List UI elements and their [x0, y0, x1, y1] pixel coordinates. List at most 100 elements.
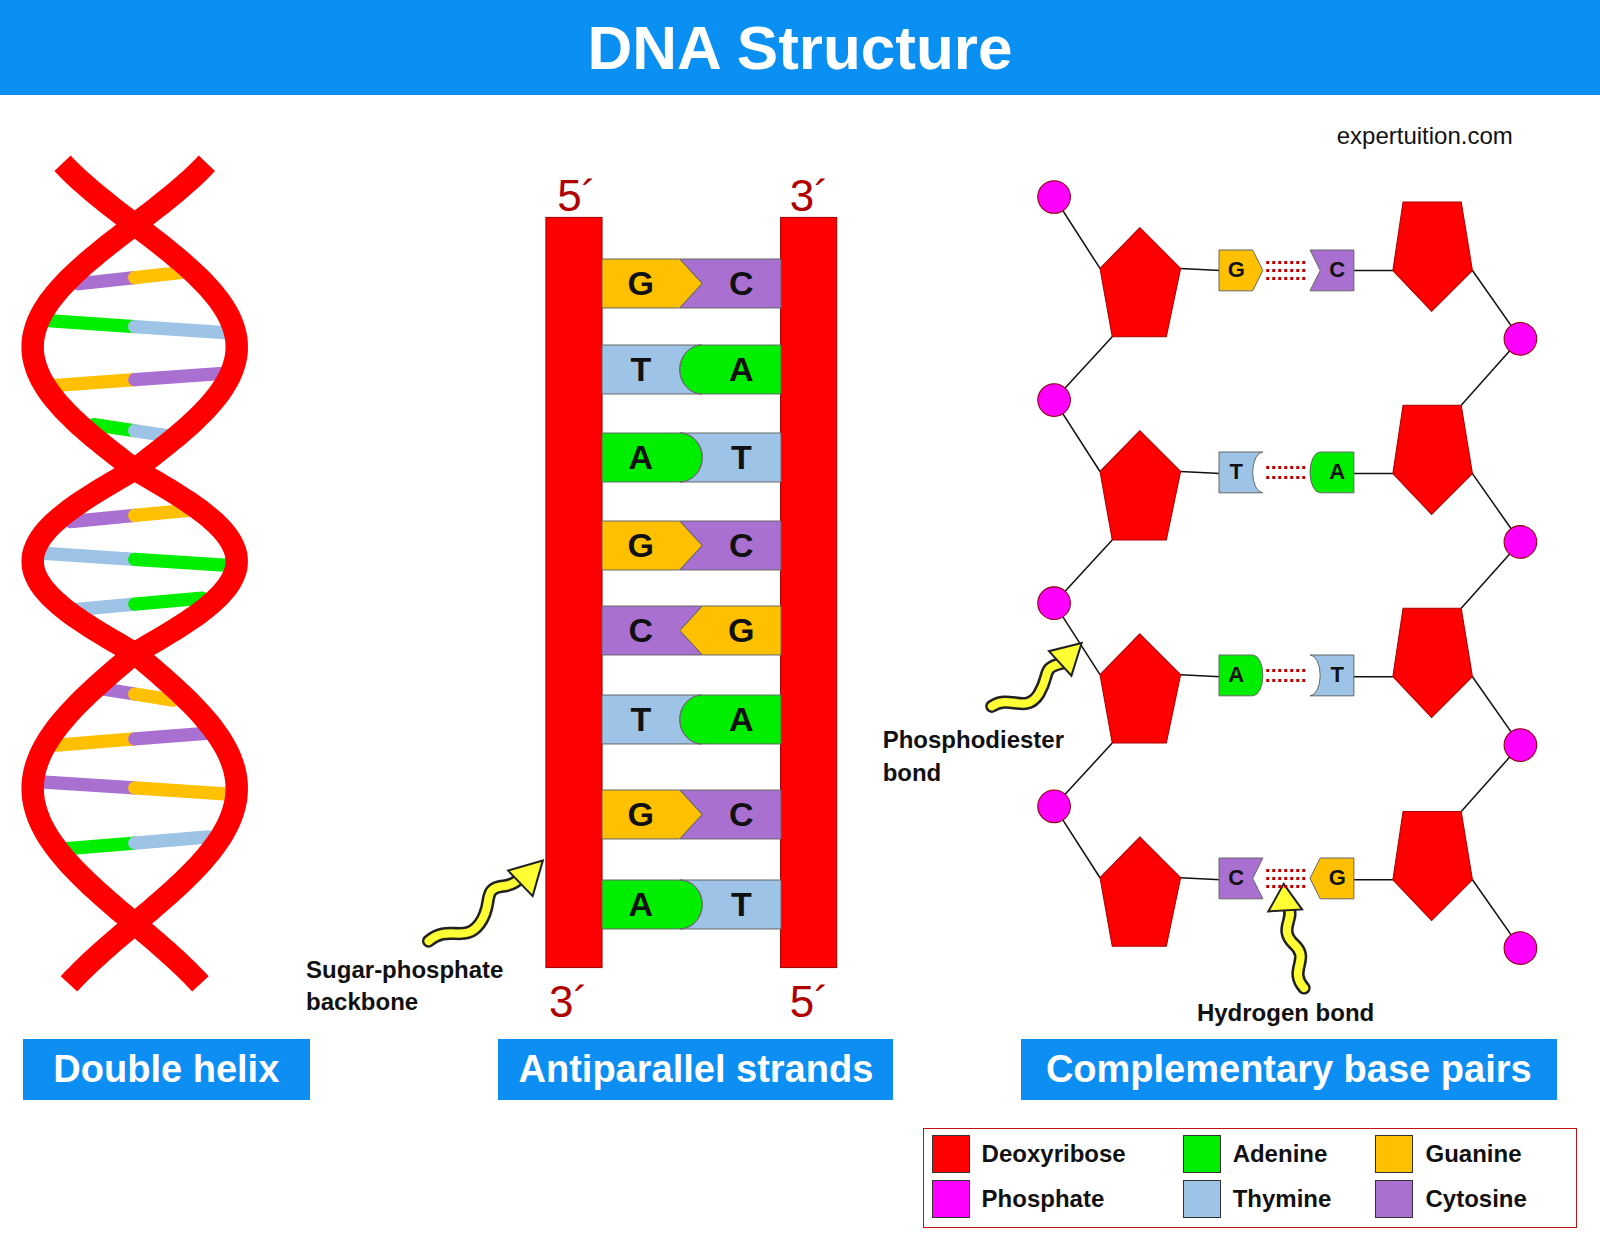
base-letter: T — [702, 880, 781, 929]
base-outline — [680, 433, 781, 482]
glycosidic-line — [1353, 270, 1393, 272]
base-pair-rung — [41, 782, 135, 788]
base-letter: C — [602, 606, 680, 655]
nucleotide-chain — [1038, 181, 1537, 965]
legend-text: Thymine — [1233, 1185, 1332, 1213]
base-letter: C — [702, 259, 781, 308]
callout-label: Phosphodiester bond — [883, 724, 1097, 789]
legend-item: Deoxyribose — [932, 1135, 1126, 1173]
deoxyribose-pentagon — [1100, 228, 1181, 337]
strand-end-label: 3´ — [549, 972, 588, 1031]
hydrogen-bond-line — [1266, 877, 1307, 880]
arrow-body — [429, 876, 523, 941]
base-shape: G — [680, 606, 781, 655]
base-letter: A — [602, 433, 680, 482]
band-text: Antiparallel strands — [519, 1048, 874, 1091]
base-fill — [680, 880, 781, 929]
base-pair-rung — [135, 374, 220, 380]
base-group — [1219, 452, 1263, 493]
hydrogen-bond-line — [1266, 679, 1307, 682]
deoxyribose-pentagon — [1393, 202, 1473, 311]
hydrogen-bond-line — [1266, 466, 1307, 469]
legend-text: Deoxyribose — [982, 1140, 1126, 1168]
hydrogen-bond-line — [1266, 869, 1307, 872]
base-letter: C — [702, 790, 781, 839]
base-group — [602, 433, 702, 482]
hydrogen-bond — [1266, 871, 1307, 887]
base-shape: C — [680, 259, 781, 308]
phosphate-circle — [1038, 587, 1071, 620]
glycosidic-line — [1353, 879, 1393, 881]
base-fill — [1310, 452, 1354, 493]
arrow-body — [992, 663, 1061, 706]
base-group — [680, 790, 781, 839]
base-fill — [1219, 655, 1263, 696]
base-pair-rung — [135, 733, 212, 739]
arrow-outline — [992, 663, 1061, 706]
base-letter: T — [1320, 655, 1354, 696]
base-group — [1310, 452, 1354, 493]
base-group — [1219, 250, 1263, 291]
hydrogen-bond — [1266, 262, 1307, 278]
base-fill — [680, 345, 781, 394]
legend-text: Phosphate — [982, 1185, 1105, 1213]
hydrogen-bond-line — [1266, 669, 1307, 672]
base-pair-rung — [50, 380, 135, 386]
base-fill — [602, 433, 702, 482]
base-fill — [680, 606, 781, 655]
legend-item: Guanine — [1375, 1135, 1521, 1173]
base-letter: A — [1320, 452, 1354, 493]
base-letter: A — [602, 880, 680, 929]
legend-swatch — [932, 1180, 970, 1218]
strand-end-label: 5´ — [790, 972, 829, 1031]
base-pair-rung — [135, 559, 229, 565]
base-shape: A — [680, 695, 781, 744]
strand-end-label: 3´ — [790, 166, 829, 225]
legend-box: DeoxyribosePhosphateAdenineThymineGuanin… — [923, 1128, 1576, 1228]
phosphate-circle — [1504, 323, 1537, 356]
hydrogen-bond-line — [1266, 261, 1307, 264]
label-band: Double helix — [23, 1039, 310, 1100]
base-letter: G — [602, 790, 680, 839]
base-shape: A — [602, 433, 702, 482]
base-shape: C — [680, 790, 781, 839]
glycosidic-line — [1181, 675, 1221, 677]
base-letter: T — [702, 433, 781, 482]
base-group — [680, 880, 781, 929]
base-letter: G — [1219, 250, 1253, 291]
base-group — [1219, 655, 1263, 696]
arrow-body — [1287, 906, 1304, 988]
glycosidic-line — [1181, 878, 1221, 880]
phosphate-circle — [1038, 790, 1071, 823]
base-fill — [1219, 250, 1263, 291]
base-pair-rung — [57, 739, 134, 745]
base-letter: G — [1320, 858, 1354, 899]
base-pair-rung — [61, 843, 135, 849]
double-helix — [33, 163, 237, 984]
legend-text: Guanine — [1425, 1140, 1521, 1168]
base-group — [680, 606, 781, 655]
hydrogen-bond-line — [1266, 885, 1307, 888]
hydrogen-bond — [1266, 467, 1307, 477]
backbone-rail — [781, 217, 837, 967]
base-fill — [680, 259, 781, 308]
base-group — [680, 521, 781, 570]
base-shape: A — [1219, 655, 1263, 696]
base-pair-rung — [79, 278, 135, 284]
base-letter: T — [602, 345, 680, 394]
pointer-arrow — [992, 643, 1082, 706]
base-group — [602, 880, 702, 929]
legend-swatch — [1183, 1135, 1221, 1173]
base-letter: G — [602, 521, 680, 570]
base-shape: A — [602, 880, 702, 929]
base-fill — [680, 695, 781, 744]
base-shape: T — [1219, 452, 1263, 493]
base-pair-rung — [135, 598, 203, 604]
base-shape: C — [1310, 250, 1354, 291]
callout-label: Sugar-phosphate backbone — [306, 954, 551, 1019]
base-group — [680, 345, 781, 394]
phosphate-circle — [1504, 729, 1537, 762]
base-letter: C — [1219, 858, 1253, 899]
hydrogen-bond-line — [1266, 476, 1307, 479]
base-shape: T — [680, 880, 781, 929]
